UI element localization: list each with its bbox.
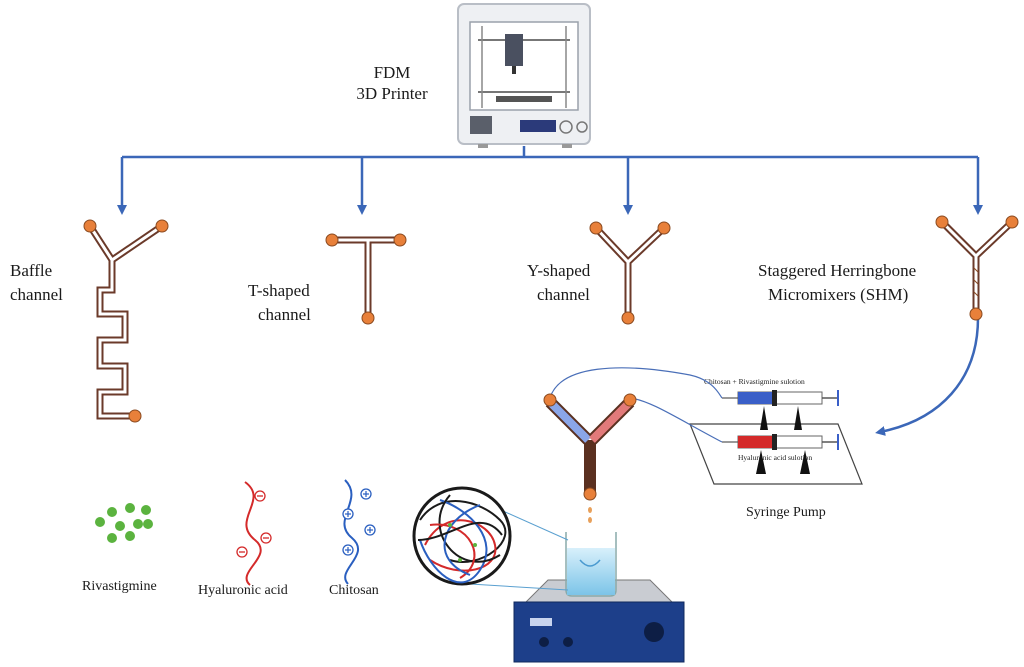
rivastigmine-icon [95, 503, 153, 543]
syringe-pump-illustration [689, 390, 863, 485]
distribution-arrows [117, 146, 983, 436]
y-shaped-label-line1: Y-shaped [527, 261, 591, 280]
printer-label-line1: FDM [374, 63, 411, 82]
baffle-inlet-left [83, 219, 97, 233]
y-shaped-channel-illustration [589, 221, 671, 325]
baffle-outlet [128, 409, 142, 423]
bottom-syringe-label: Hyaluronic acid sulotion [738, 453, 812, 462]
t-shaped-channel-illustration [325, 233, 407, 325]
t-shaped-label-line2: channel [258, 305, 311, 324]
mixing-y-channel [543, 393, 637, 523]
nanoparticle-zoom [412, 486, 569, 591]
beaker [565, 532, 617, 597]
baffle-inlet-right [155, 219, 169, 233]
chitosan-icon [342, 479, 376, 585]
syringe-pump-label: Syringe Pump [746, 505, 826, 520]
y-shaped-label-line2: channel [537, 285, 590, 304]
shm-label-line2: Micromixers (SHM) [768, 285, 908, 304]
baffle-label-line2: channel [10, 285, 63, 304]
hotplate-stirrer [513, 579, 685, 663]
chitosan-label: Chitosan [329, 583, 379, 598]
t-shaped-label-line1: T-shaped [248, 281, 310, 300]
shm-label-line1: Staggered Herringbone [758, 261, 916, 280]
hyaluronic-acid-icon [236, 481, 272, 586]
printer-label-line2: 3D Printer [356, 84, 428, 103]
hyaluronic-acid-label: Hyaluronic acid [198, 583, 288, 598]
rivastigmine-label: Rivastigmine [82, 579, 157, 594]
3d-printer-illustration [457, 3, 591, 148]
top-syringe-label: Chitosan + Rivastigmine sulotion [704, 377, 805, 386]
shm-channel-illustration [935, 215, 1019, 321]
tubing [549, 367, 723, 443]
baffle-label-line1: Baffle [10, 261, 52, 280]
